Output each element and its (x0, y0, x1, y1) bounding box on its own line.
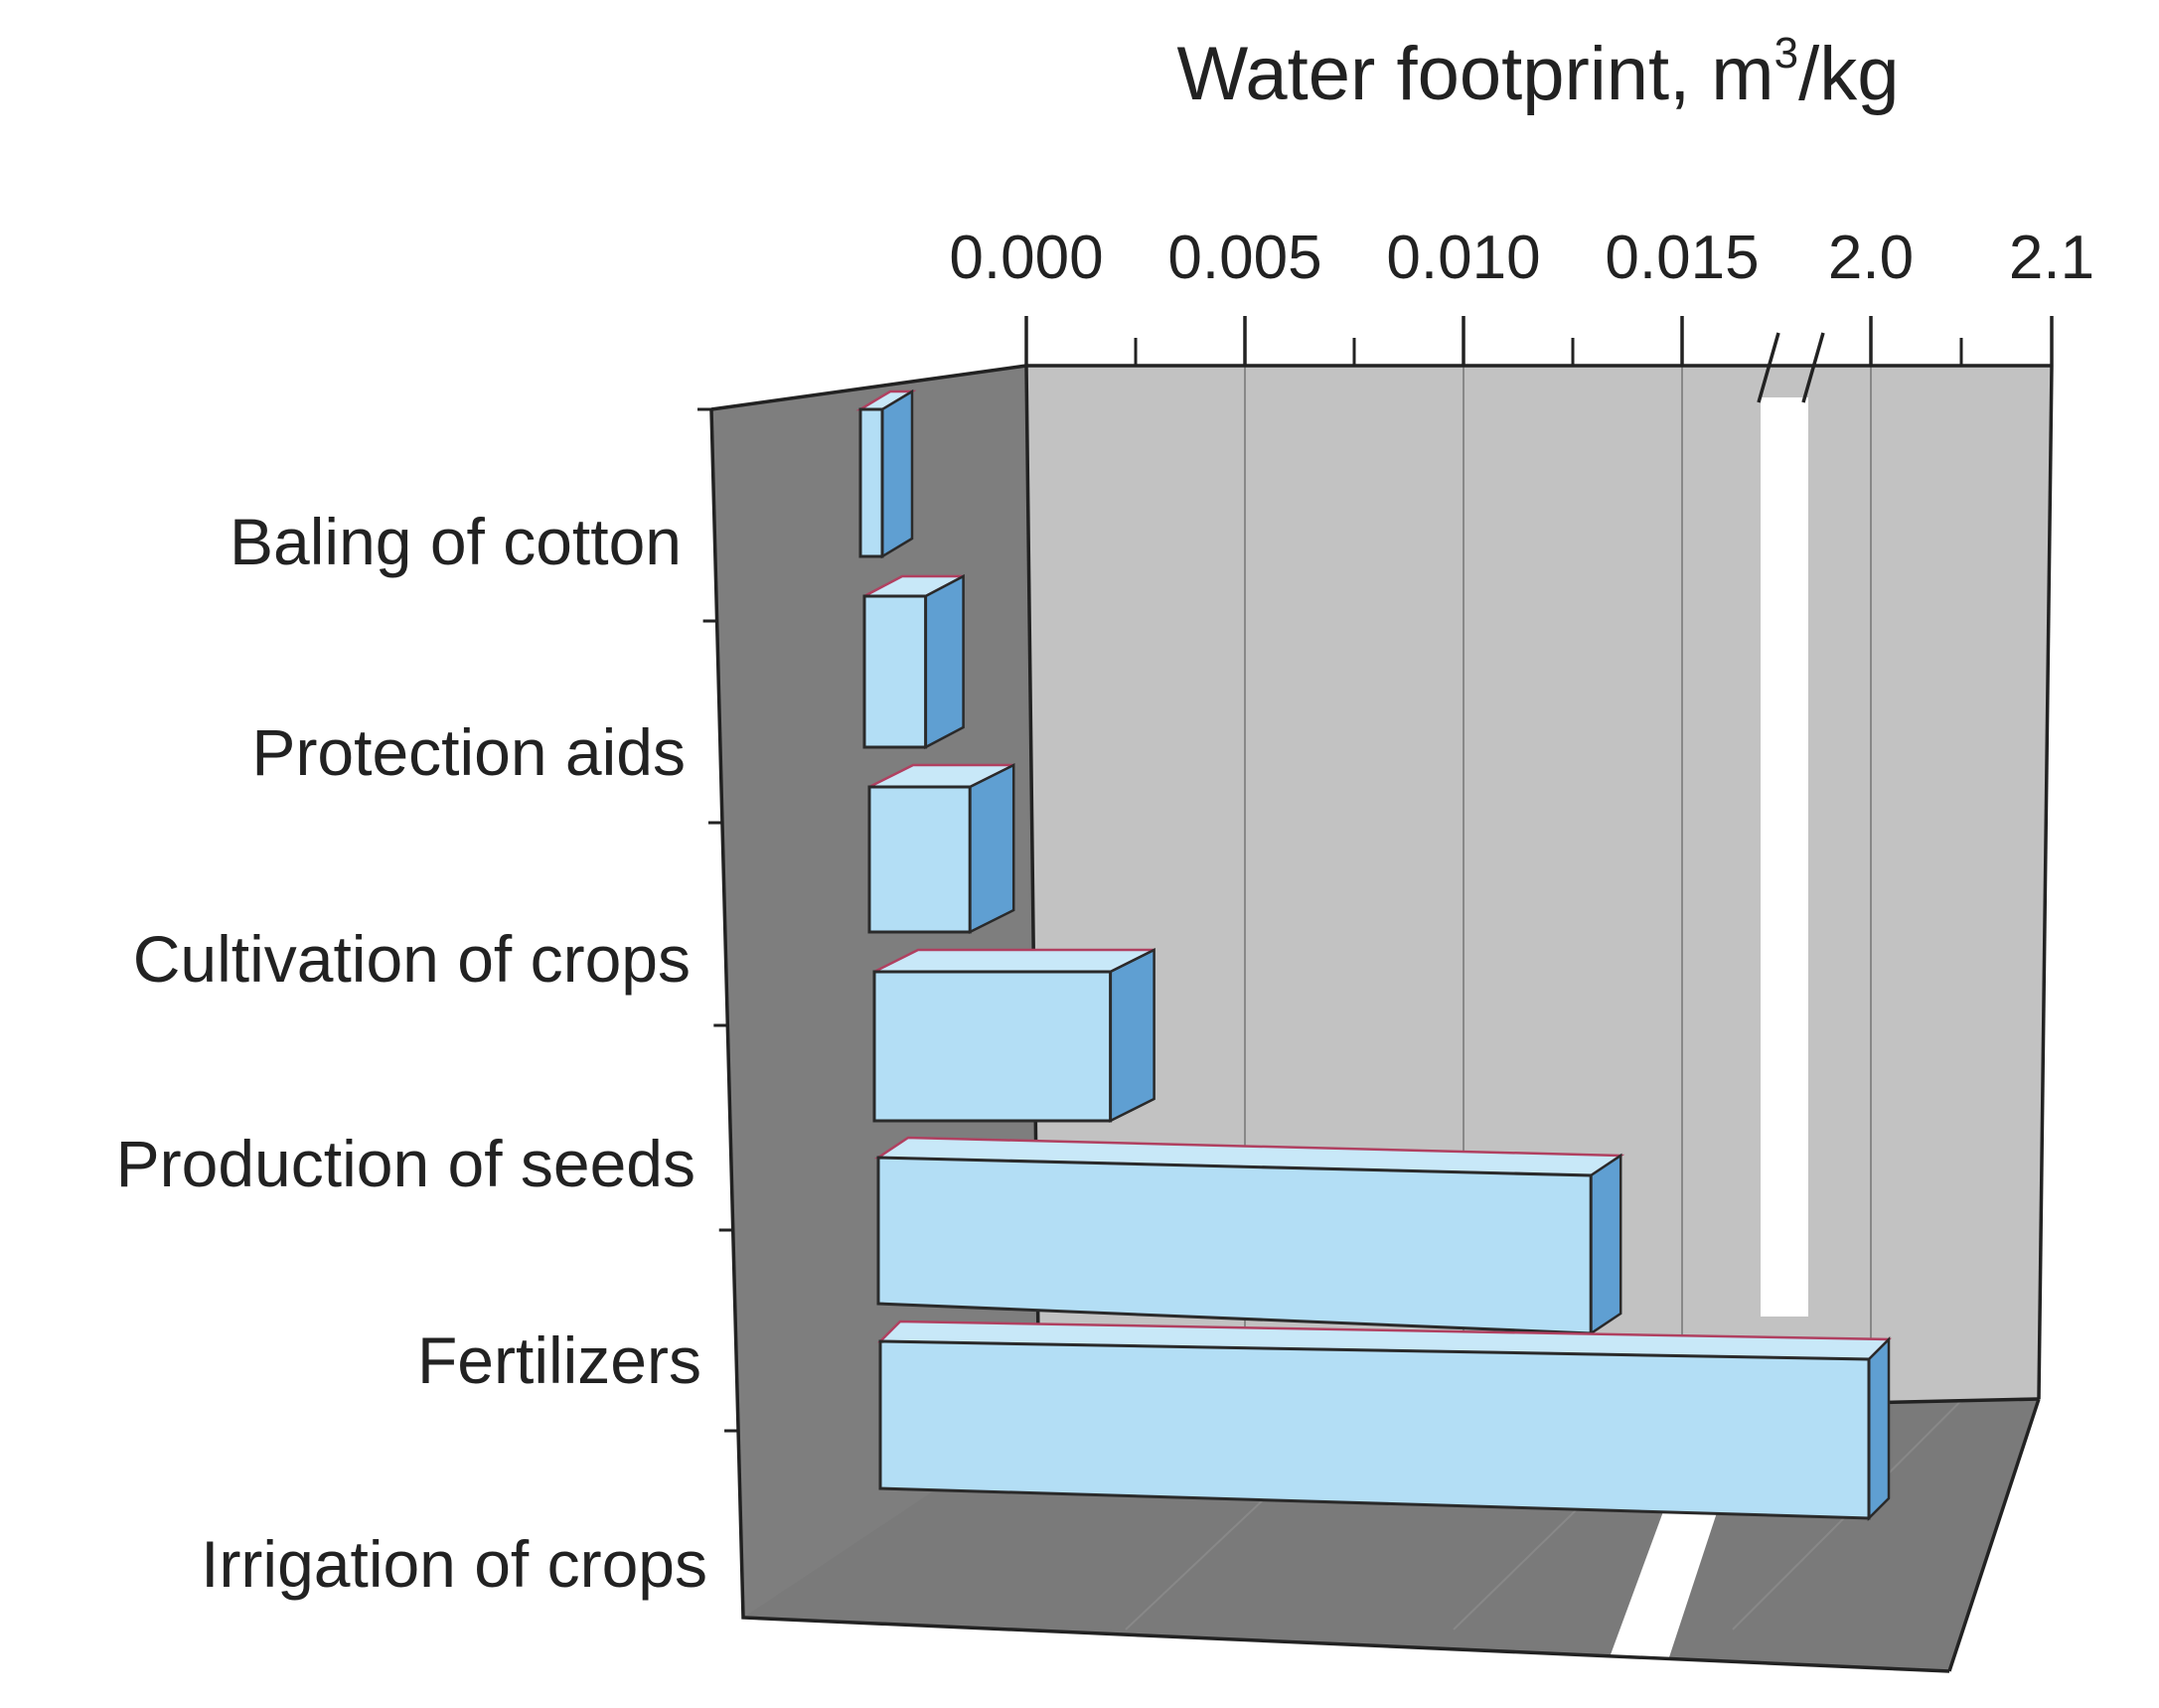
axis-break-slash (1801, 332, 1825, 403)
bar (874, 1136, 1625, 1336)
axis-title-unit: /kg (1798, 32, 1899, 116)
category-label: Irrigation of crops (201, 1527, 707, 1601)
bar-side-face (1867, 1335, 1891, 1522)
category-label: Cultivation of crops (133, 922, 691, 996)
axis-break-slash (1757, 332, 1780, 403)
floor-right-edge (1947, 1398, 2041, 1672)
left-axis-line (709, 408, 1950, 1673)
bar-side-face (1589, 1153, 1622, 1336)
bar-layer (855, 388, 1892, 1522)
bar-front-face (858, 407, 884, 558)
bar-front-face (862, 594, 928, 749)
bar (872, 947, 1156, 1124)
axis-title-superscript: 3 (1774, 29, 1798, 78)
bar-front-face (876, 1156, 1593, 1335)
axis-title: Water footprint, m3/kg (1176, 29, 1899, 116)
x-tick-layer: 0.000 0.005 0.010 0.015 2.0 2.1 (949, 224, 2094, 366)
x-tick-label: 2.0 (1828, 224, 1914, 292)
category-label: Protection aids (251, 715, 686, 789)
axis-title-main: Water footprint, m (1176, 32, 1773, 116)
x-tick-label: 0.010 (1386, 224, 1540, 292)
x-tick-label: 0.000 (949, 224, 1103, 292)
x-tick-label: 0.015 (1605, 224, 1759, 292)
bar (877, 1320, 1892, 1522)
category-label: Fertilizers (417, 1323, 701, 1397)
bar-side-face (880, 388, 914, 559)
bar (867, 762, 1015, 935)
x-tick-label: 0.005 (1167, 224, 1321, 292)
bar (855, 388, 917, 559)
bar-side-face (1109, 947, 1156, 1124)
category-label: Baling of cotton (230, 505, 682, 578)
bar-top-face (873, 948, 1156, 974)
category-label: Production of seeds (116, 1127, 695, 1200)
bar-side-face (968, 762, 1015, 935)
y-tick-layer (697, 407, 739, 1433)
axis-break-band-wall (1761, 397, 1808, 1317)
bar (862, 573, 965, 750)
back-wall-right-edge (2037, 365, 2054, 1400)
bar-front-face (878, 1339, 1871, 1520)
bar-front-face (872, 970, 1113, 1123)
x-tick-label: 2.1 (2009, 224, 2094, 292)
bar-front-face (867, 785, 972, 934)
bar-side-face (924, 573, 965, 750)
